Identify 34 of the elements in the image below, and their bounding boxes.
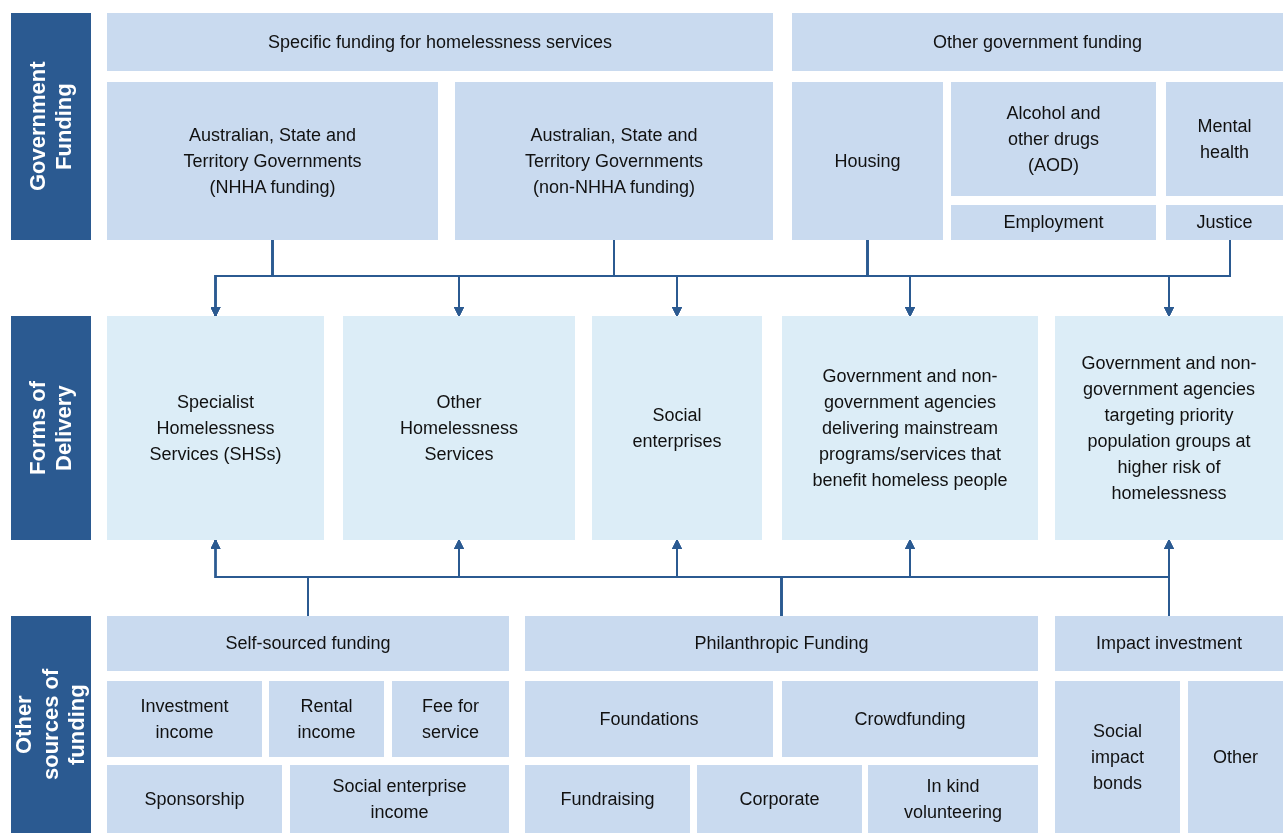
arrow: [1164, 239, 1231, 317]
funding-box: Other: [1188, 681, 1283, 833]
band-panel: Other sources of funding: [11, 616, 91, 833]
band-panel: Forms of Delivery: [11, 316, 91, 540]
funding-box: Housing: [792, 82, 943, 240]
funding-box: Alcohol and other drugs (AOD): [951, 82, 1156, 196]
funding-box: Philanthropic Funding: [525, 616, 1038, 671]
funding-box: Mental health: [1166, 82, 1283, 196]
delivery-box: Government and non-government agencies delivering mainstream programs/services that benefit homeless people: [782, 316, 1038, 540]
funding-box: Investment income: [107, 681, 262, 757]
funding-box: Employment: [951, 205, 1156, 240]
funding-box: In kind volunteering: [868, 765, 1038, 833]
band-panel: Government Funding: [11, 13, 91, 240]
funding-box: Fee for service: [392, 681, 509, 757]
funding-box: Sponsorship: [107, 765, 282, 833]
funding-box: Self-sourced funding: [107, 616, 509, 671]
funding-box: Crowdfunding: [782, 681, 1038, 757]
funding-box: Fundraising: [525, 765, 690, 833]
delivery-box: Specialist Homelessness Services (SHSs): [107, 316, 324, 540]
arrow: [1164, 539, 1174, 617]
funding-box: Australian, State and Territory Governments (NHHA funding): [107, 82, 438, 240]
funding-box: Social enterprise income: [290, 765, 509, 833]
funding-box: Foundations: [525, 681, 773, 757]
funding-box: Specific funding for homelessness services: [107, 13, 773, 71]
delivery-box: Government and non-government agencies targeting priority population groups at higher risk of homelessness: [1055, 316, 1283, 540]
delivery-box: Social enterprises: [592, 316, 762, 540]
funding-box: Impact investment: [1055, 616, 1283, 671]
delivery-box: Other Homelessness Services: [343, 316, 575, 540]
funding-box: Corporate: [697, 765, 862, 833]
funding-box: Social impact bonds: [1055, 681, 1180, 833]
funding-box: Rental income: [269, 681, 384, 757]
funding-box: Justice: [1166, 205, 1283, 240]
funding-box: Other government funding: [792, 13, 1283, 71]
funding-box: Australian, State and Territory Governments (non-NHHA funding): [455, 82, 773, 240]
